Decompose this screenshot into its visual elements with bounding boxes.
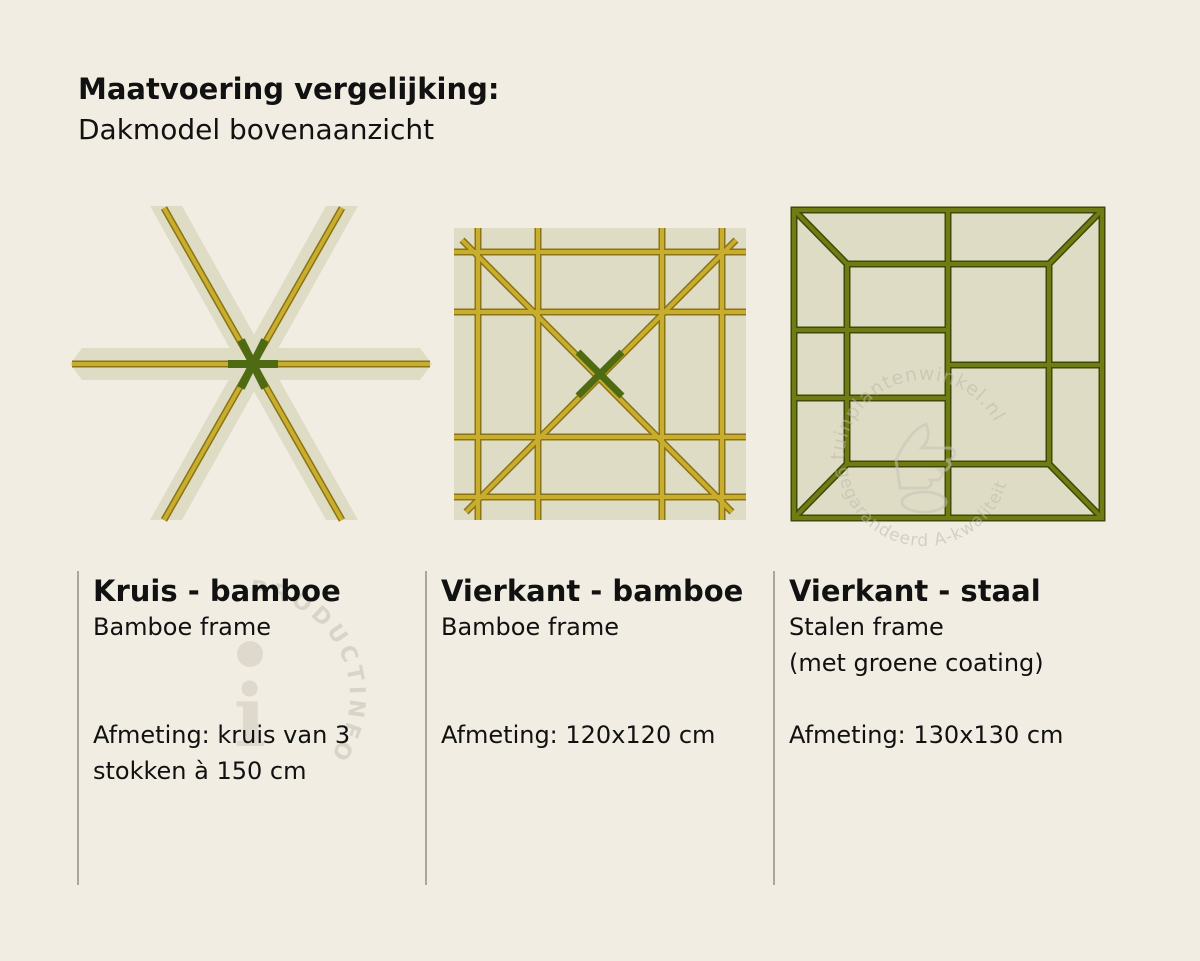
column-title: Vierkant - bamboe	[441, 574, 744, 608]
column-title: Kruis - bamboe	[93, 574, 341, 608]
page-title: Maatvoering vergelijking:	[78, 72, 500, 106]
diagram-kruis-bamboe	[70, 206, 432, 522]
column-vierkant-bamboe: Vierkant - bamboe Bamboe frame Afmeting:…	[425, 571, 765, 885]
column-title: Vierkant - staal	[789, 574, 1041, 608]
column-dimension: Afmeting: kruis van 3 stokken à 150 cm	[93, 721, 351, 785]
heading: Maatvoering vergelijking: Dakmodel boven…	[78, 70, 499, 152]
column-dimension: Afmeting: 120x120 cm	[441, 721, 716, 749]
diagram-vierkant-staal	[790, 206, 1106, 522]
center-joint	[228, 338, 278, 390]
column-subtitle: Stalen frame (met groene coating)	[789, 613, 1044, 677]
column-subtitle: Bamboe frame	[93, 613, 272, 641]
column-vierkant-staal: Vierkant - staal Stalen frame (met groen…	[773, 571, 1153, 885]
diagram-vierkant-bamboe	[454, 228, 746, 520]
column-kruis-bamboe: Kruis - bamboe Bamboe frame Afmeting: kr…	[77, 571, 417, 885]
page-subtitle: Dakmodel bovenaanzicht	[78, 113, 435, 146]
center-joint	[575, 349, 625, 399]
column-dimension: Afmeting: 130x130 cm	[789, 721, 1064, 749]
column-subtitle: Bamboe frame	[441, 613, 620, 641]
